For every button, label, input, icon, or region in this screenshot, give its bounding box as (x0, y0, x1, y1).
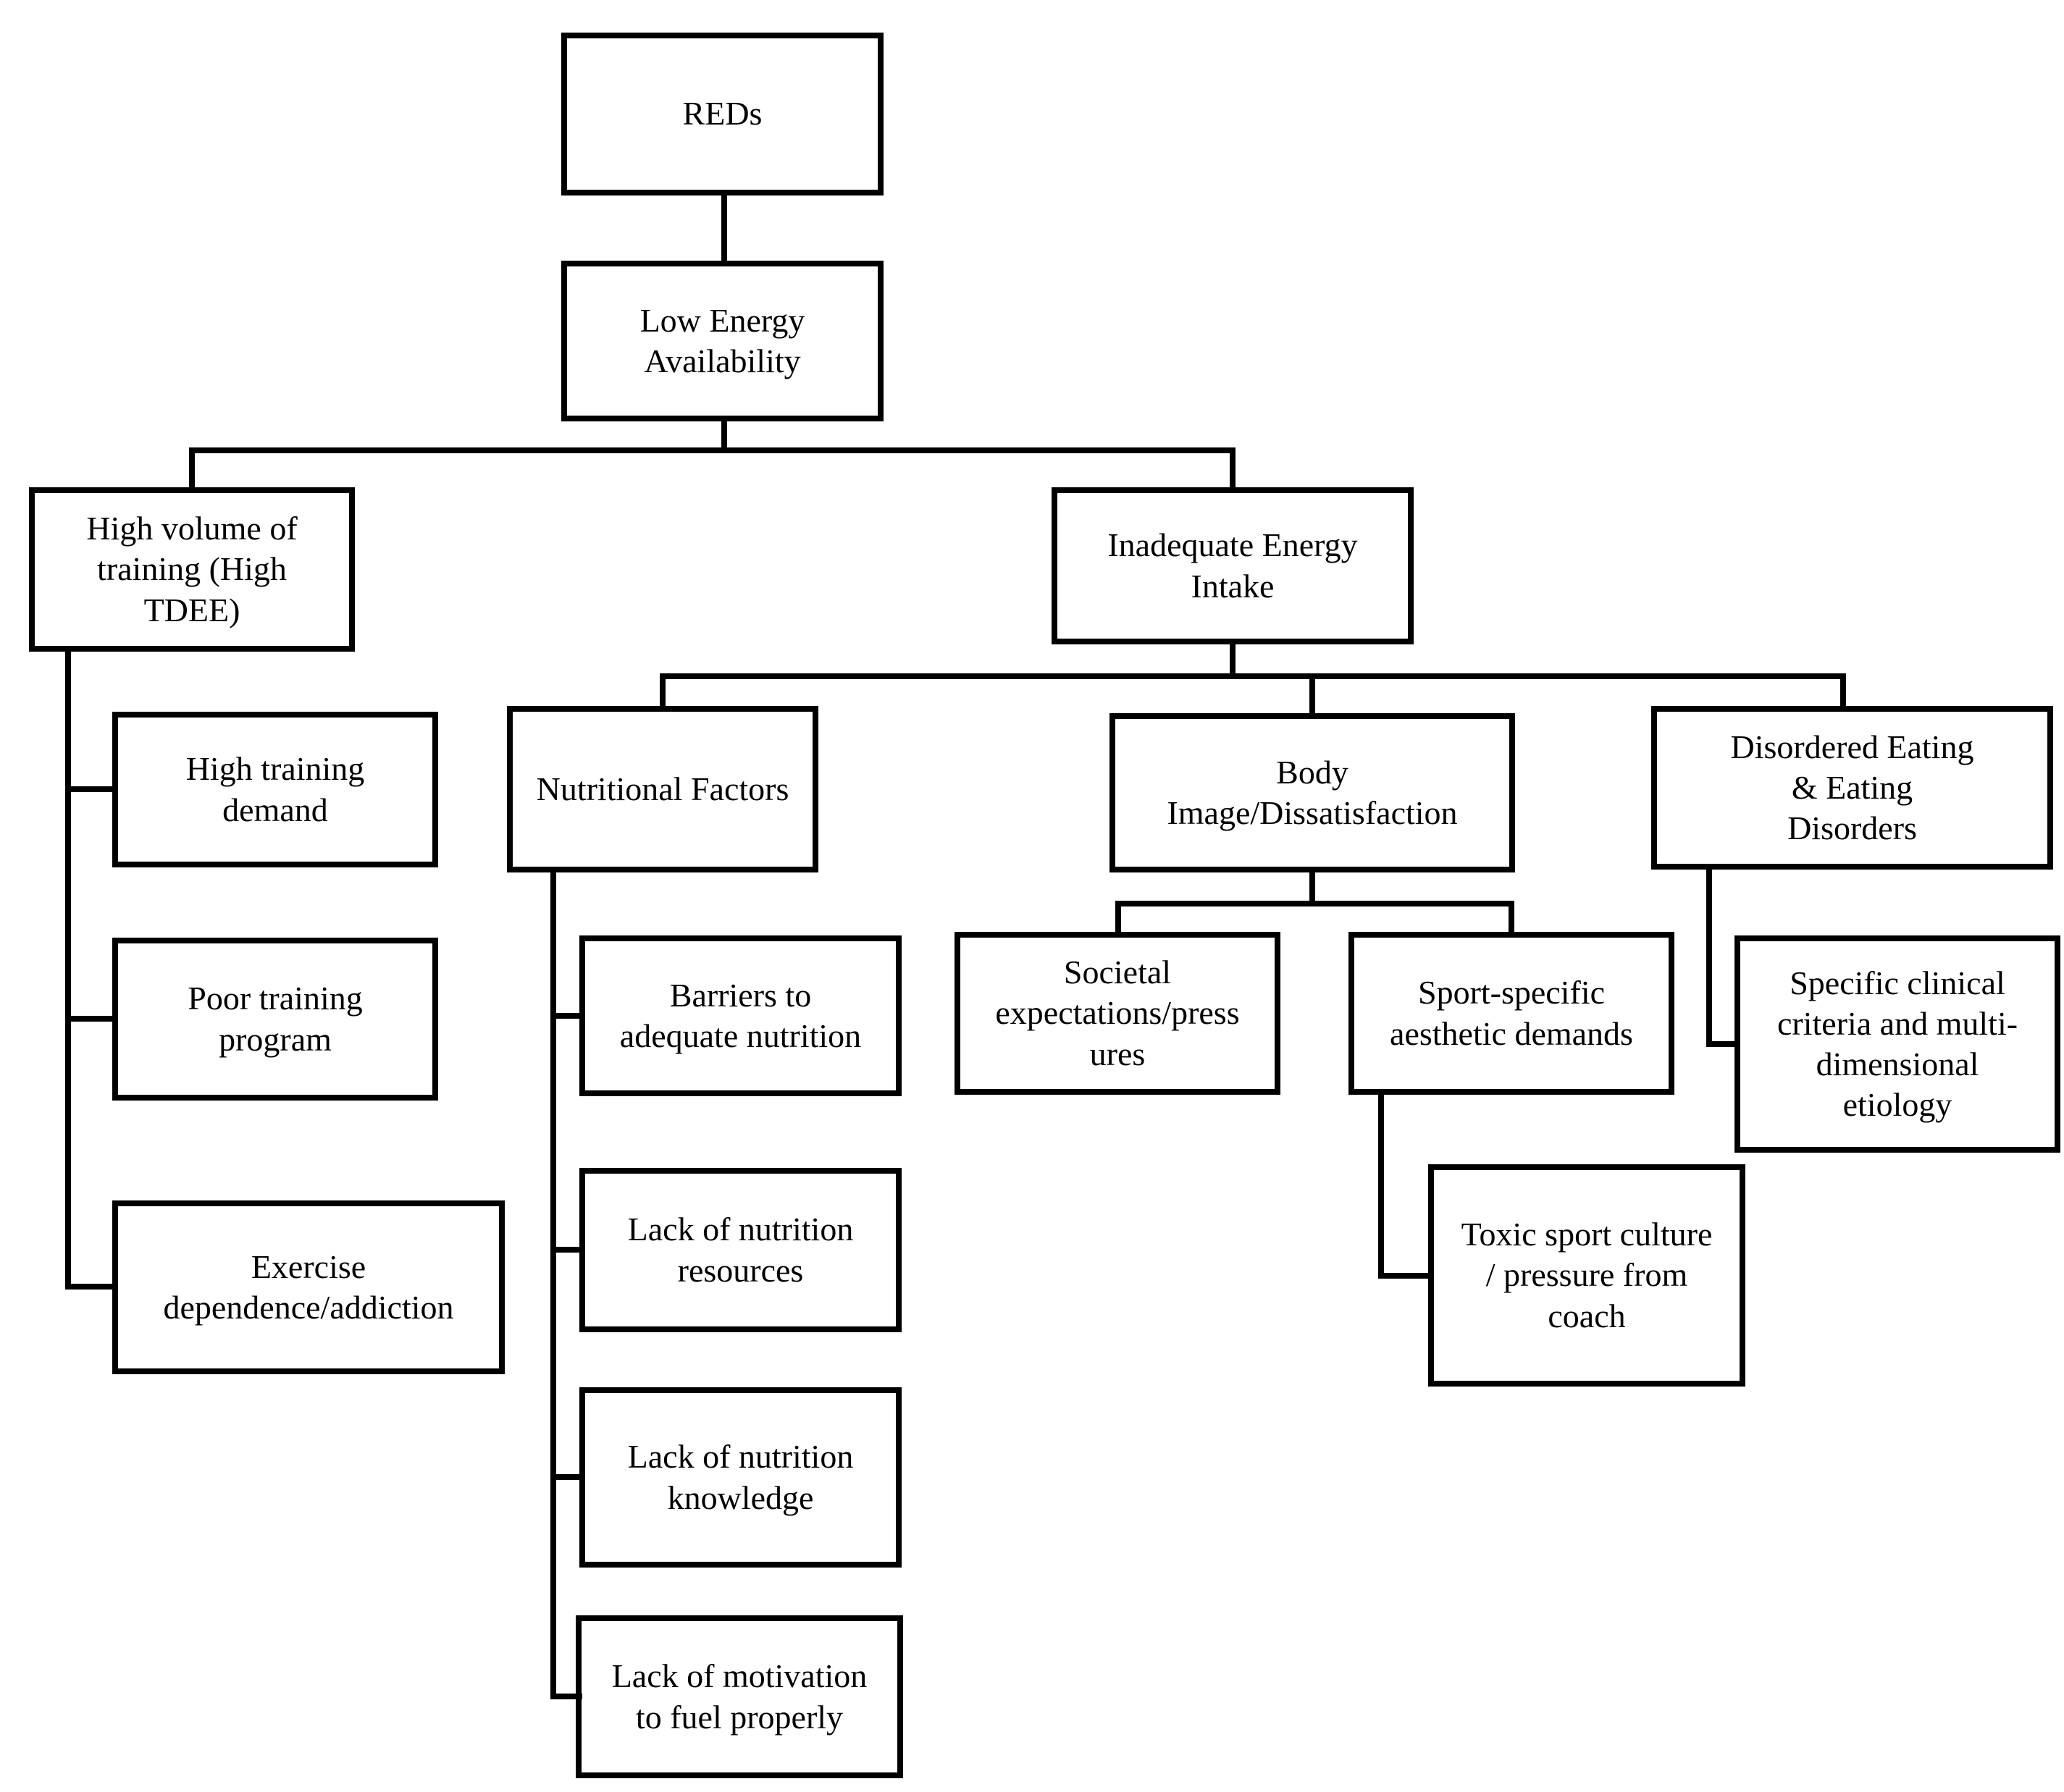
node-sport-specific-aesthetic-demands: Sport-specific aesthetic demands (1348, 932, 1674, 1095)
node-reds: REDs (561, 33, 884, 195)
connector-stub-barriers (550, 1013, 582, 1019)
connector-iei-drop (1230, 643, 1236, 679)
connector-branch-to-body-image (1309, 673, 1315, 716)
node-societal-expectations: Societal expectations/press ures (955, 932, 1280, 1095)
node-lack-nutrition-resources: Lack of nutrition resources (579, 1168, 902, 1332)
connector-sport-specific-drop (1378, 1093, 1384, 1279)
connector-stub-resources (550, 1247, 582, 1253)
connector-nutritional-trunk (550, 871, 556, 1699)
node-nutritional-factors: Nutritional Factors (507, 706, 818, 872)
connector-stub-knowledge (550, 1474, 582, 1480)
connector-stub-exercise-dependence (65, 1284, 115, 1290)
connector-branch-to-nutritional-factors (660, 673, 666, 709)
connector-branch-to-inadequate-intake (1230, 447, 1236, 489)
connector-reds-lea (721, 194, 727, 262)
node-body-image: Body Image/Dissatisfaction (1109, 713, 1515, 872)
node-high-training-demand: High training demand (112, 712, 438, 867)
connector-lea-branch-bar (189, 447, 1236, 453)
connector-lea-drop (721, 420, 727, 450)
connector-branch-to-societal (1115, 901, 1121, 935)
node-disordered-eating: Disordered Eating & Eating Disorders (1651, 706, 2053, 870)
node-barriers-adequate-nutrition: Barriers to adequate nutrition (579, 935, 902, 1096)
node-low-energy-availability: Low Energy Availability (561, 261, 884, 421)
connector-iei-branch-bar (660, 673, 1846, 679)
connector-branch-to-disordered-eating (1840, 673, 1846, 709)
node-inadequate-energy-intake: Inadequate Energy Intake (1052, 487, 1414, 644)
node-poor-training-program: Poor training program (112, 938, 438, 1101)
connector-stub-poor-training-program (65, 1016, 115, 1022)
node-toxic-sport-culture: Toxic sport culture / pressure from coac… (1428, 1164, 1745, 1387)
connector-branch-to-high-volume (189, 447, 195, 489)
node-lack-motivation-fuel: Lack of motivation to fuel properly (576, 1615, 903, 1778)
connector-disordered-drop (1706, 868, 1712, 1047)
connector-body-image-branch-bar (1115, 901, 1514, 906)
connector-to-toxic-culture (1378, 1273, 1433, 1279)
node-high-volume-training: High volume of training (High TDEE) (29, 487, 355, 652)
connector-stub-high-training-demand (65, 786, 115, 792)
connector-stub-motivation (550, 1694, 582, 1699)
connector-branch-to-sport-specific (1509, 901, 1514, 935)
node-specific-clinical-criteria: Specific clinical criteria and multi- di… (1734, 935, 2060, 1153)
connector-body-image-drop (1309, 871, 1315, 906)
node-lack-nutrition-knowledge: Lack of nutrition knowledge (579, 1387, 902, 1568)
node-exercise-dependence: Exercise dependence/addiction (112, 1200, 505, 1374)
connector-high-volume-trunk (65, 650, 71, 1290)
connector-to-clinical-criteria (1706, 1041, 1737, 1047)
